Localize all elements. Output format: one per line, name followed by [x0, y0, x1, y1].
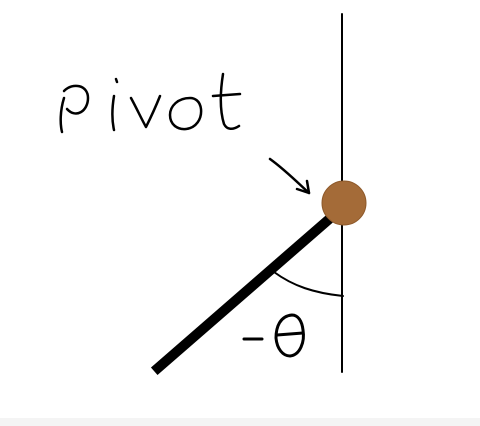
- angle-arc: [273, 271, 344, 297]
- angle-label-handwriting: [242, 313, 305, 358]
- pivot-label-handwriting: [59, 72, 242, 134]
- pointer-arrow-shaft: [268, 157, 311, 195]
- pointer-arrow-head: [295, 179, 311, 195]
- pivot-joint: [321, 180, 367, 226]
- pendulum-rod: [150, 206, 343, 376]
- bottom-band: [0, 418, 480, 426]
